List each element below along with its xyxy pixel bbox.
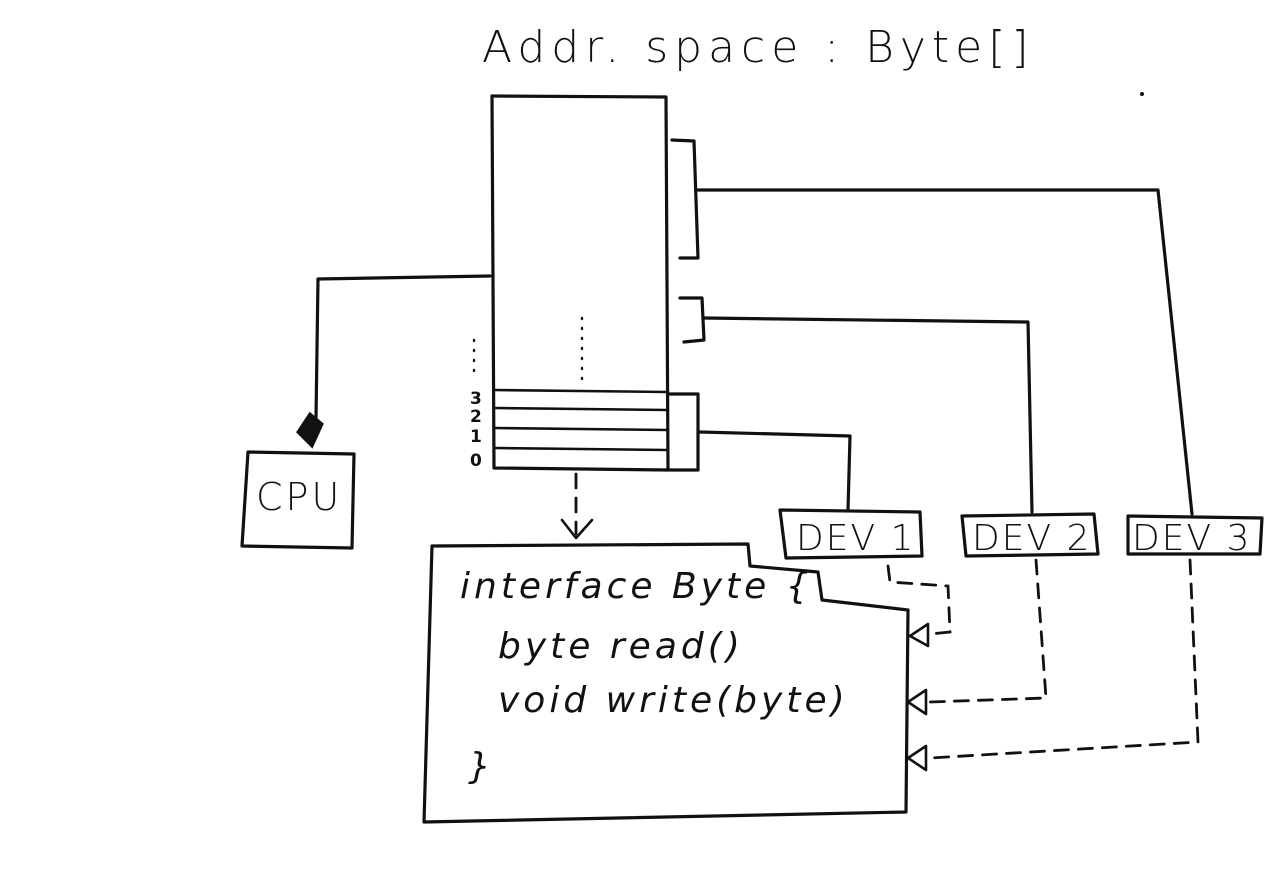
dev3-realization-line	[928, 558, 1200, 760]
dev2-box	[960, 512, 1100, 558]
address-index-0: 0	[470, 451, 482, 471]
dev3-connection	[696, 188, 1194, 516]
dev2-connection	[702, 316, 1034, 514]
diagram-title: Addr. space : Byte[]	[482, 22, 1035, 73]
interface-box	[422, 542, 910, 824]
dev1-label: DEV 1	[796, 518, 915, 559]
dev1-box	[778, 508, 924, 560]
dev1-region	[668, 392, 700, 472]
dev2-label: DEV 2	[972, 518, 1091, 559]
address-space-block	[472, 94, 670, 472]
dev1-realization-arrowhead	[908, 622, 930, 648]
address-index-1: 1	[470, 427, 482, 447]
interface-method-read: byte read()	[498, 626, 744, 667]
dev2-realization-arrowhead	[906, 688, 928, 716]
dev2-realization-line	[928, 558, 1048, 704]
address-index-2: 2	[470, 407, 482, 427]
dev3-realization-arrowhead	[906, 744, 928, 772]
dev1-connection	[698, 430, 852, 512]
cpu-bus-line	[314, 274, 492, 420]
interface-closing-brace: }	[468, 746, 495, 787]
type-arrowhead	[560, 518, 594, 540]
dev1-realization-line	[886, 564, 952, 636]
interface-method-write: void write(byte)	[498, 680, 849, 721]
dev3-label: DEV 3	[1132, 518, 1251, 559]
stray-dot	[1140, 92, 1144, 96]
dev3-box	[1126, 514, 1264, 556]
address-index-3: 3	[470, 389, 482, 409]
cpu-box	[240, 450, 356, 550]
cpu-label: CPU	[256, 475, 342, 519]
composition-diamond	[296, 411, 324, 449]
interface-header: interface Byte {	[460, 566, 813, 607]
dev3-region	[670, 138, 700, 260]
dev2-region	[678, 296, 706, 344]
